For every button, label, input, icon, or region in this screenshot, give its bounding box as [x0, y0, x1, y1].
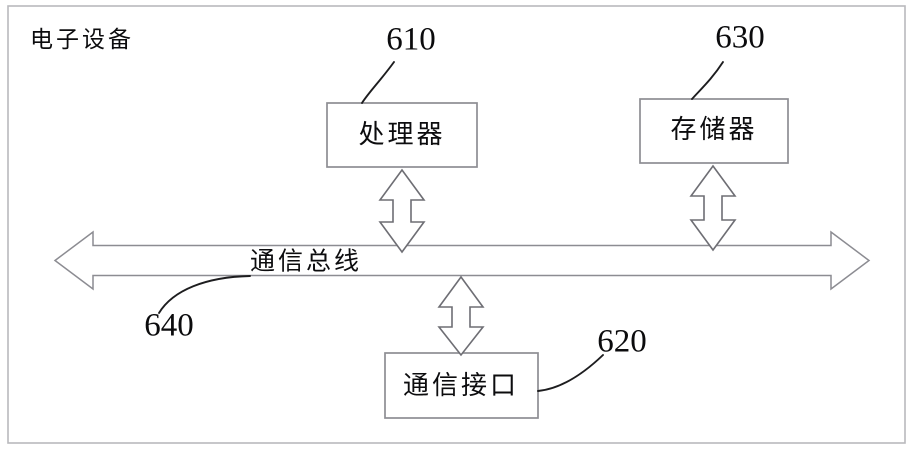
communication-interface-box	[384, 352, 539, 419]
memory-bus-connector-arrow	[689, 164, 737, 252]
leader-line-630	[691, 61, 724, 100]
communication-bus-arrow	[53, 230, 871, 291]
bus-interface-connector-arrow	[437, 275, 485, 357]
processor-bus-connector-arrow	[378, 168, 426, 254]
leader-line-640	[158, 275, 251, 314]
processor-box	[326, 102, 478, 168]
communication-interface-label: 通信接口	[403, 371, 519, 401]
processor-label: 处理器	[358, 120, 445, 150]
ref-number-640: 640	[144, 308, 194, 344]
leader-line-610	[361, 61, 395, 104]
communication-bus-label: 通信总线	[250, 247, 362, 276]
memory-label: 存储器	[670, 115, 757, 145]
memory-box	[639, 98, 789, 164]
leader-line-620	[537, 354, 604, 392]
ref-number-610: 610	[386, 22, 436, 58]
ref-number-630: 630	[715, 20, 765, 56]
ref-number-620: 620	[597, 324, 647, 360]
enclosure-label: 电子设备	[30, 27, 134, 53]
